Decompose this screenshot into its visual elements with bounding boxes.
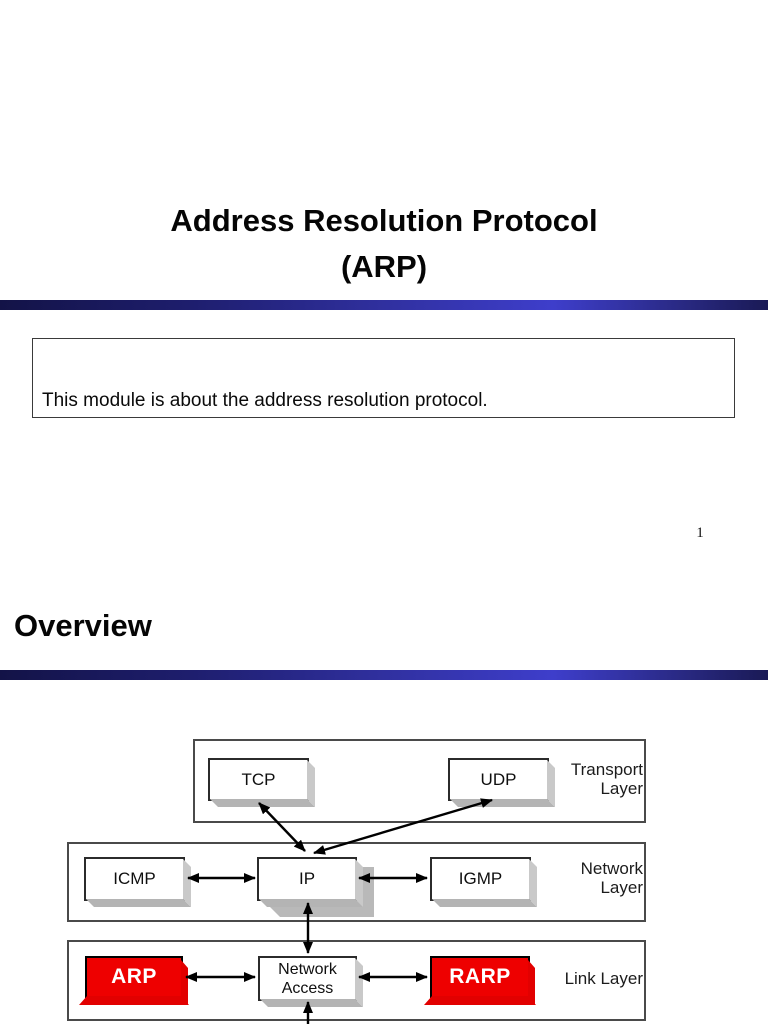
link-layer-label-line1: Link Layer (564, 969, 643, 988)
network-access-line2: Access (281, 979, 334, 997)
network-layer-label: Network Layer (510, 859, 643, 897)
accent-bar (0, 300, 768, 310)
tcp-node: TCP (208, 758, 309, 801)
section-heading: Overview (14, 608, 152, 643)
rarp-node: RARP (430, 956, 530, 998)
link-layer-label: Link Layer (510, 969, 643, 988)
network-access-line1: Network (278, 960, 337, 978)
slide-title-line1: Address Resolution Protocol (170, 203, 598, 238)
note-text: This module is about the address resolut… (42, 390, 488, 411)
network-access-node: Network Access (258, 956, 357, 1001)
ip-node: IP (257, 857, 357, 901)
udp-node: UDP (448, 758, 549, 801)
note-box: This module is about the address resolut… (32, 338, 735, 418)
slide-title: Address Resolution Protocol (ARP) (0, 198, 768, 290)
accent-bar (0, 670, 768, 680)
igmp-node: IGMP (430, 857, 531, 901)
transport-layer-label-line2: Layer (600, 779, 643, 798)
transport-layer-label-line1: Transport (570, 760, 643, 779)
transport-layer-label: Transport Layer (510, 760, 643, 798)
icmp-node: ICMP (84, 857, 185, 901)
page-number: 1 (696, 525, 704, 541)
arp-node: ARP (85, 956, 183, 998)
network-layer-label-line1: Network (580, 859, 643, 878)
network-layer-label-line2: Layer (600, 878, 643, 897)
slide-title-line2: (ARP) (340, 249, 428, 284)
